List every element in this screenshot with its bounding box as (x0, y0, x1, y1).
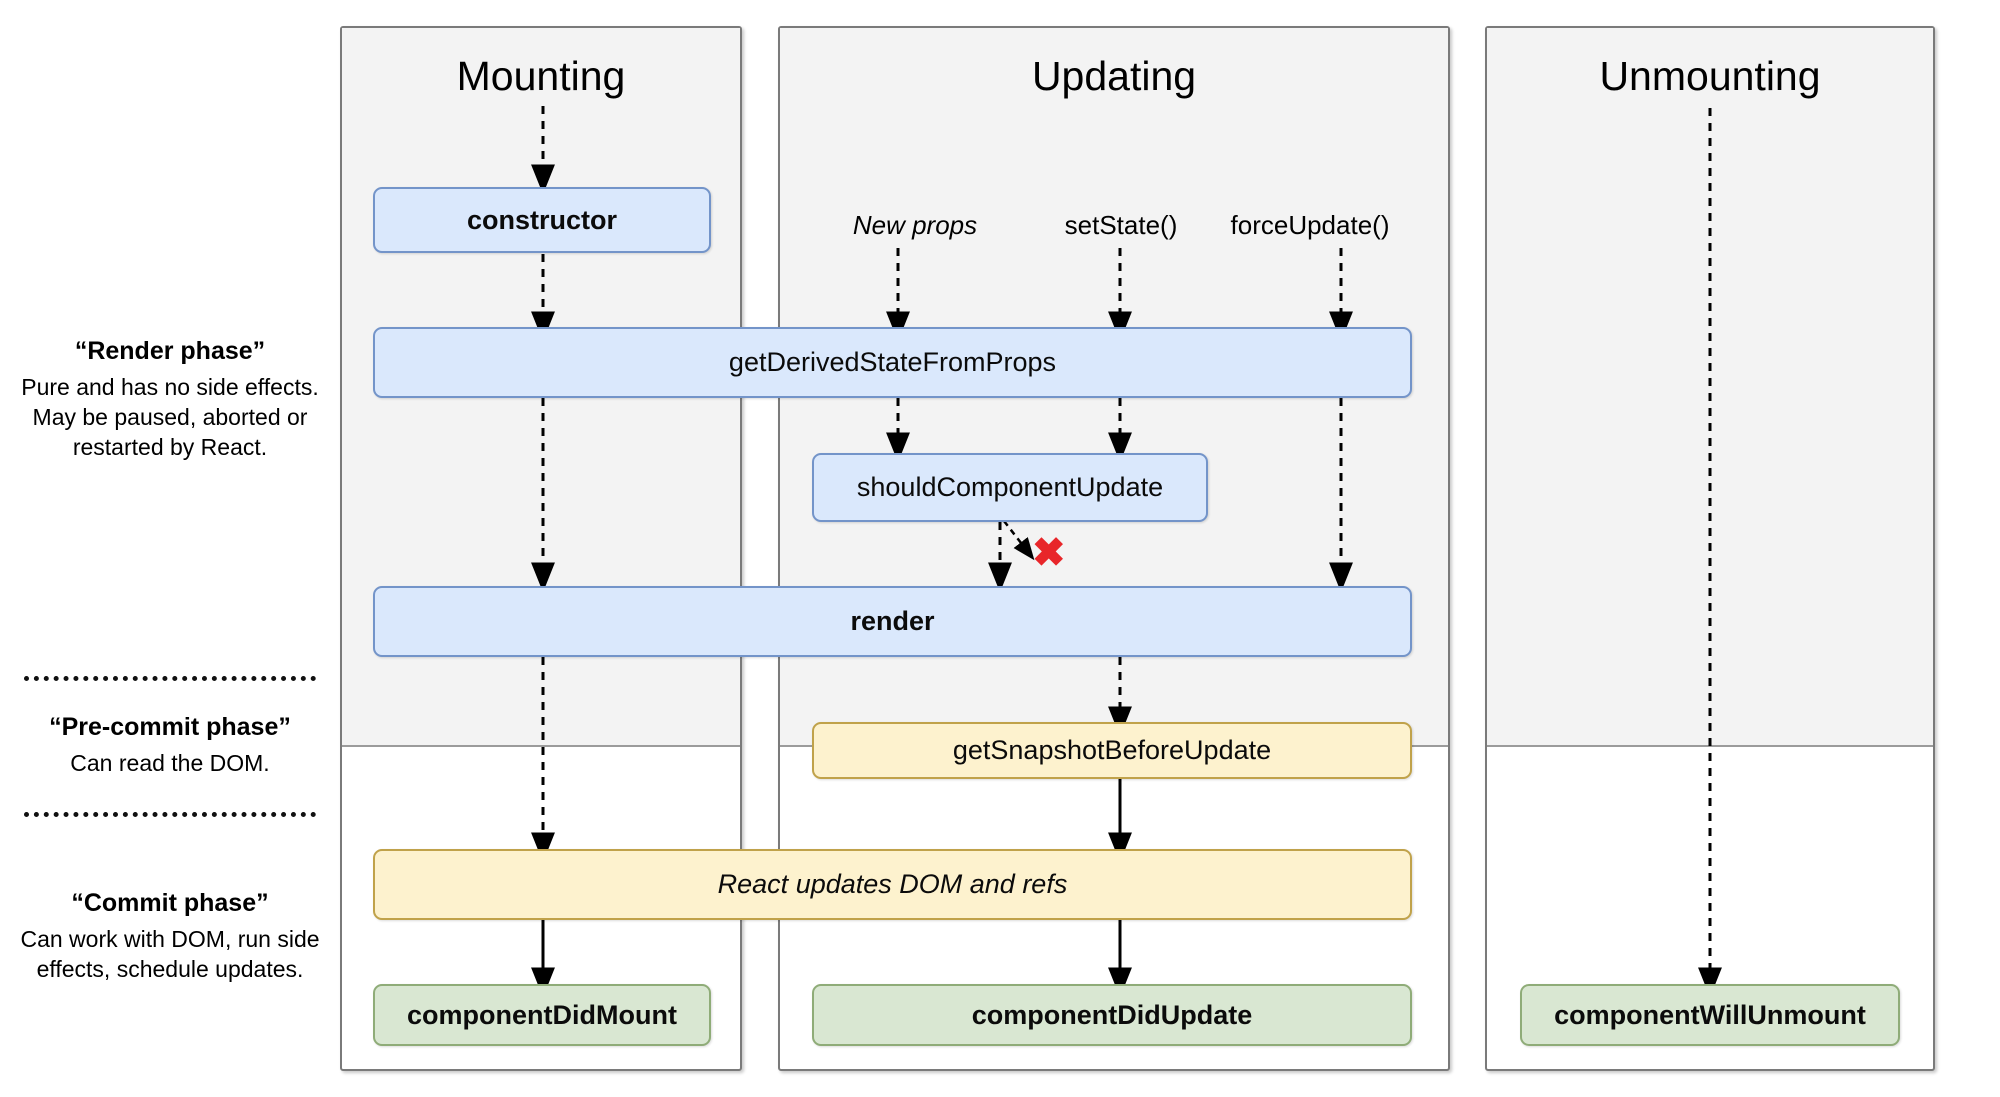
column-title-updating: Updating (1031, 53, 1197, 99)
phase-caption-pre-commit-phase: “Pre-commit phase” Can read the DOM. (20, 710, 320, 778)
node-component-did-mount[interactable]: componentDidMount (373, 984, 711, 1046)
phase-description-render-phase: Pure and has no side effects. May be pau… (21, 374, 319, 460)
phase-description-pre-commit-phase: Can read the DOM. (70, 750, 270, 776)
node-react-updates-dom-and-refs[interactable]: React updates DOM and refs (373, 849, 1412, 920)
trigger-label-set-state: setState() (1064, 210, 1178, 240)
column-title-mounting: Mounting (456, 53, 626, 99)
phase-divider-bottom (24, 812, 316, 817)
node-constructor[interactable]: constructor (373, 187, 711, 253)
node-render[interactable]: render (373, 586, 1412, 657)
node-get-snapshot-before-update[interactable]: getSnapshotBeforeUpdate (812, 722, 1412, 779)
node-should-component-update[interactable]: shouldComponentUpdate (812, 453, 1208, 522)
node-component-will-unmount[interactable]: componentWillUnmount (1520, 984, 1900, 1046)
phase-title-pre-commit-phase: “Pre-commit phase” (49, 713, 291, 741)
phase-title-render-phase: “Render phase” (74, 337, 266, 365)
abort-x-icon: ✖ (1032, 531, 1066, 575)
node-component-did-update[interactable]: componentDidUpdate (812, 984, 1412, 1046)
phase-title-commit-phase: “Commit phase” (71, 889, 269, 917)
column-panel-unmounting (1485, 26, 1935, 1071)
trigger-label-force-update: forceUpdate() (1230, 210, 1390, 240)
column-title-unmounting: Unmounting (1599, 53, 1821, 99)
phase-caption-render-phase: “Render phase” Pure and has no side effe… (20, 334, 320, 462)
trigger-label-new-props: New props (852, 210, 978, 240)
phase-divider-top (24, 676, 316, 681)
node-get-derived-state-from-props[interactable]: getDerivedStateFromProps (373, 327, 1412, 398)
phase-caption-commit-phase: “Commit phase” Can work with DOM, run si… (20, 886, 320, 984)
phase-description-commit-phase: Can work with DOM, run side effects, sch… (20, 926, 320, 982)
